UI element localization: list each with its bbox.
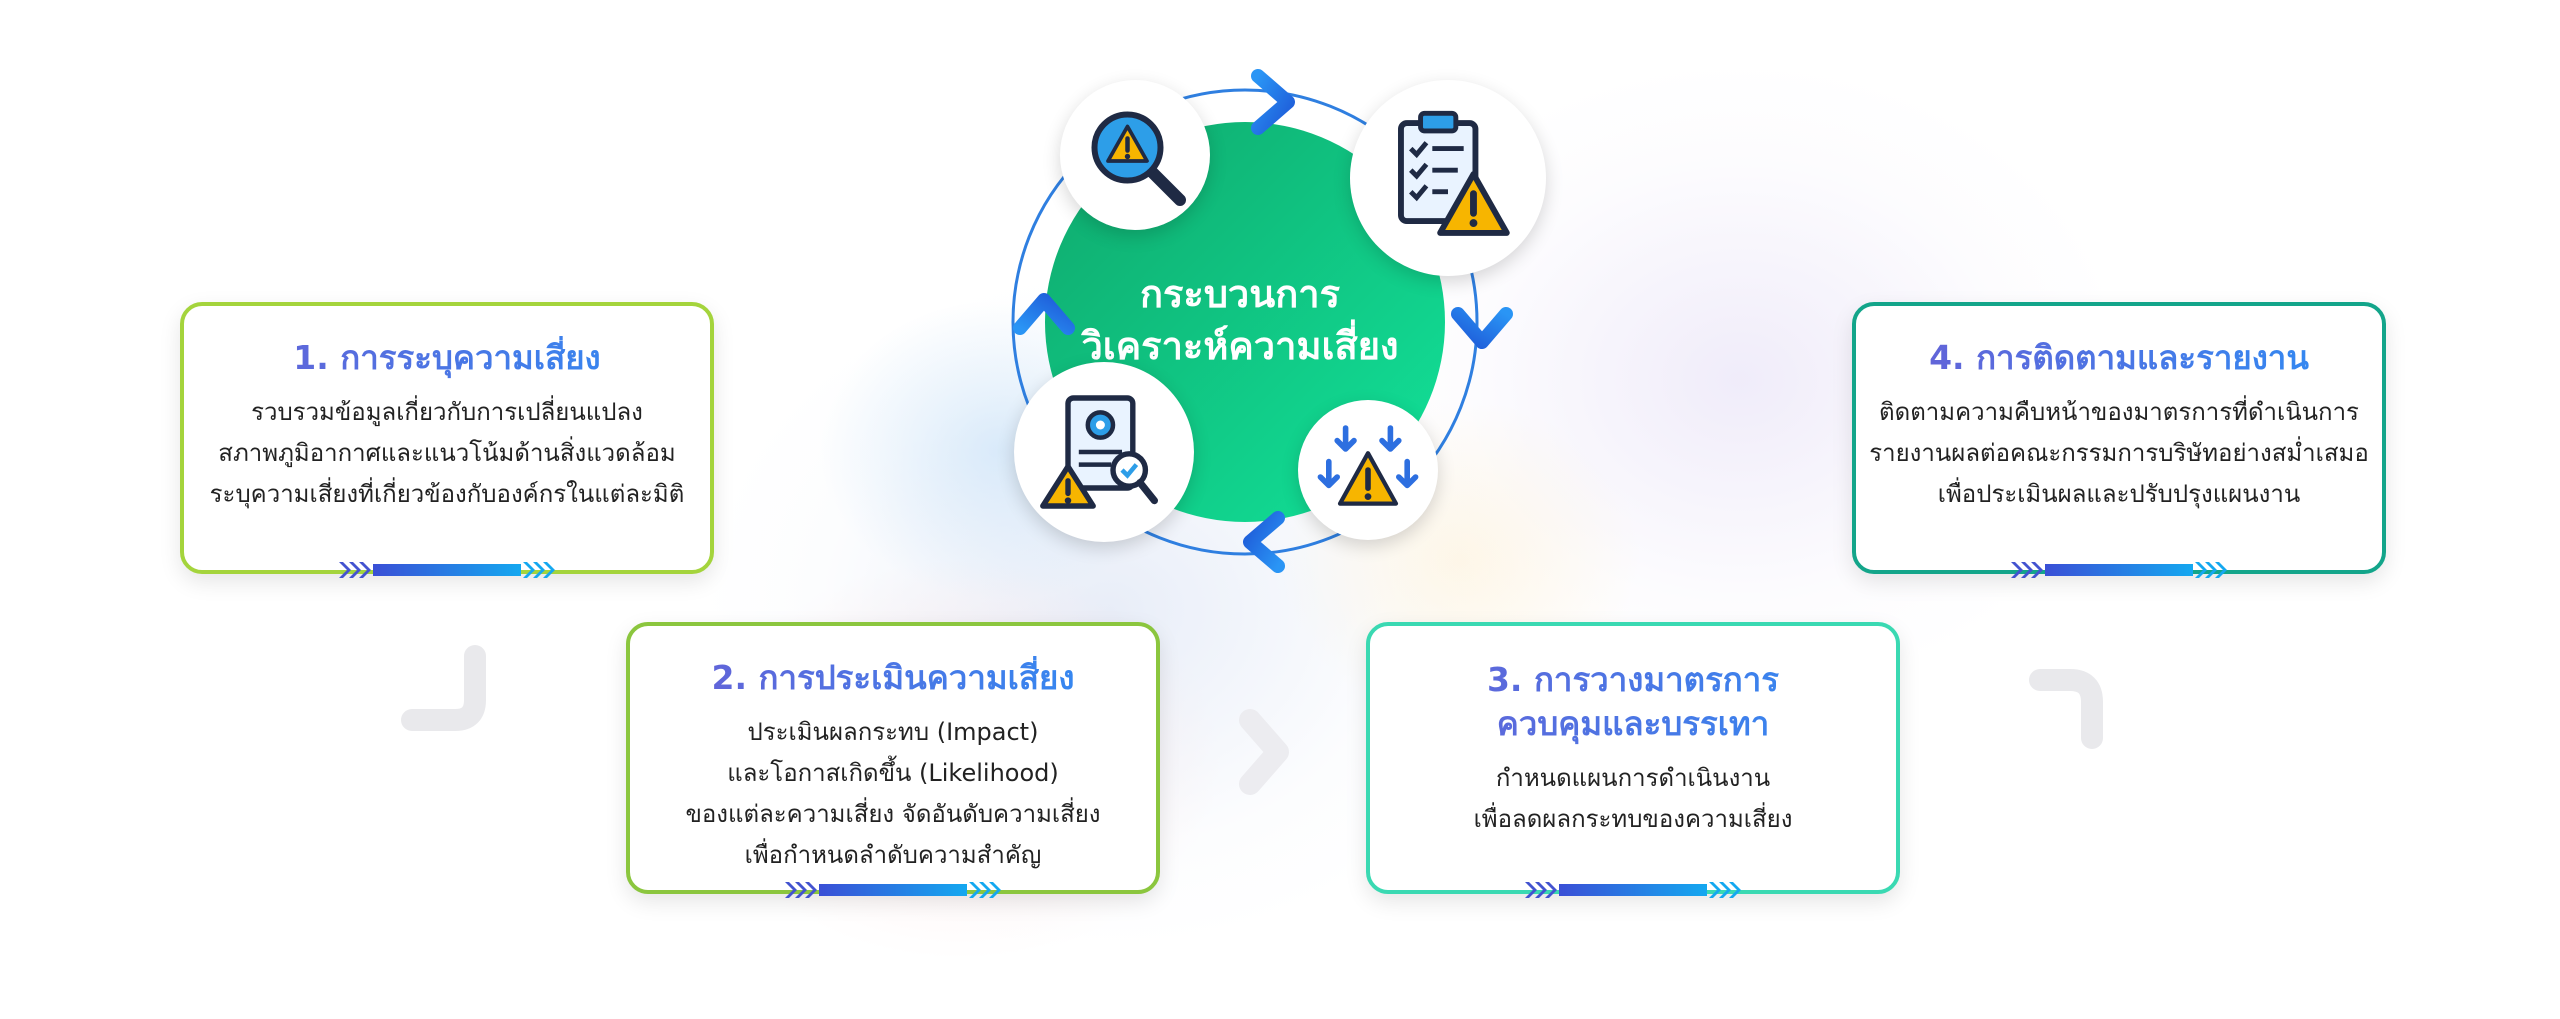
step-title: 4. การติดตามและรายงาน bbox=[1856, 336, 2382, 380]
step-card-mitigate: 3. การวางมาตรการ ควบคุมและบรรเทา กำหนดแผ… bbox=[1366, 622, 1900, 898]
decor-chevron bbox=[1239, 709, 1289, 795]
step-title-line1: 3. การวางมาตรการ bbox=[1486, 660, 1780, 699]
chevron-decoration bbox=[1525, 882, 1741, 898]
step-title: 2. การประเมินความเสี่ยง bbox=[630, 656, 1156, 700]
cycle-arrow-bottom bbox=[1243, 511, 1285, 573]
step-description-line: เพื่อกำหนดลำดับความสำคัญ bbox=[744, 841, 1042, 869]
decor-bracket-left bbox=[401, 645, 486, 731]
step-description-line: ติดตามความคืบหน้าของมาตรการที่ดำเนินการ bbox=[1879, 398, 2359, 426]
step-card-assess: 2. การประเมินความเสี่ยง ประเมินผลกระทบ (… bbox=[626, 622, 1160, 898]
step-description-line: สภาพภูมิอากาศและแนวโน้มด้านสิ่งแวดล้อม bbox=[218, 439, 676, 467]
step-description-line: เพื่อลดผลกระทบของความเสี่ยง bbox=[1473, 805, 1793, 833]
cycle-arrow-top bbox=[1251, 69, 1295, 135]
chevron-decoration bbox=[339, 562, 555, 578]
step-title: 1. การระบุความเสี่ยง bbox=[184, 336, 710, 380]
step-description-line: ของแต่ละความเสี่ยง จัดอันดับความเสี่ยง bbox=[685, 800, 1101, 828]
step-description-line: กำหนดแผนการดำเนินงาน bbox=[1495, 764, 1771, 792]
chevron-decoration bbox=[785, 882, 1001, 898]
center-title: กระบวนการ วิเคราะห์ความเสี่ยง bbox=[1070, 268, 1410, 372]
step-card-monitor: 4. การติดตามและรายงาน ติดตามความคืบหน้าข… bbox=[1852, 302, 2386, 578]
step-description-line: ประเมินผลกระทบ (Impact) bbox=[747, 718, 1039, 746]
chevron-decoration bbox=[2011, 562, 2227, 578]
step-title: 3. การวางมาตรการ ควบคุมและบรรเทา bbox=[1370, 658, 1896, 746]
step-description-line: รายงานผลต่อคณะกรรมการบริษัทอย่างสม่ำเสมอ bbox=[1869, 439, 2369, 467]
cycle-arrow-right bbox=[1451, 307, 1513, 349]
step-title-line2: ควบคุมและบรรเทา bbox=[1496, 704, 1770, 743]
step-description-line: รวบรวมข้อมูลเกี่ยวกับการเปลี่ยนแปลง bbox=[251, 398, 643, 426]
warning-search-icon bbox=[1060, 80, 1210, 230]
step-description-line: และโอกาสเกิดขึ้น (Likelihood) bbox=[727, 759, 1059, 787]
center-title-line2: วิเคราะห์ความเสี่ยง bbox=[1081, 324, 1399, 368]
decor-bracket-right bbox=[2029, 669, 2103, 749]
downward-warning-icon bbox=[1298, 400, 1438, 540]
cycle-arrow-left bbox=[1013, 293, 1075, 335]
checklist-warning-icon bbox=[1350, 80, 1546, 276]
center-title-line1: กระบวนการ bbox=[1139, 272, 1341, 316]
report-warning-icon bbox=[1014, 362, 1194, 542]
cycle-ring bbox=[1011, 88, 1479, 556]
step-card-identify: 1. การระบุความเสี่ยง รวบรวมข้อมูลเกี่ยวก… bbox=[180, 302, 714, 578]
step-description-line: เพื่อประเมินผลและปรับปรุงแผนงาน bbox=[1937, 480, 2301, 508]
step-description-line: ระบุความเสี่ยงที่เกี่ยวข้องกับองค์กรในแต… bbox=[209, 480, 685, 508]
